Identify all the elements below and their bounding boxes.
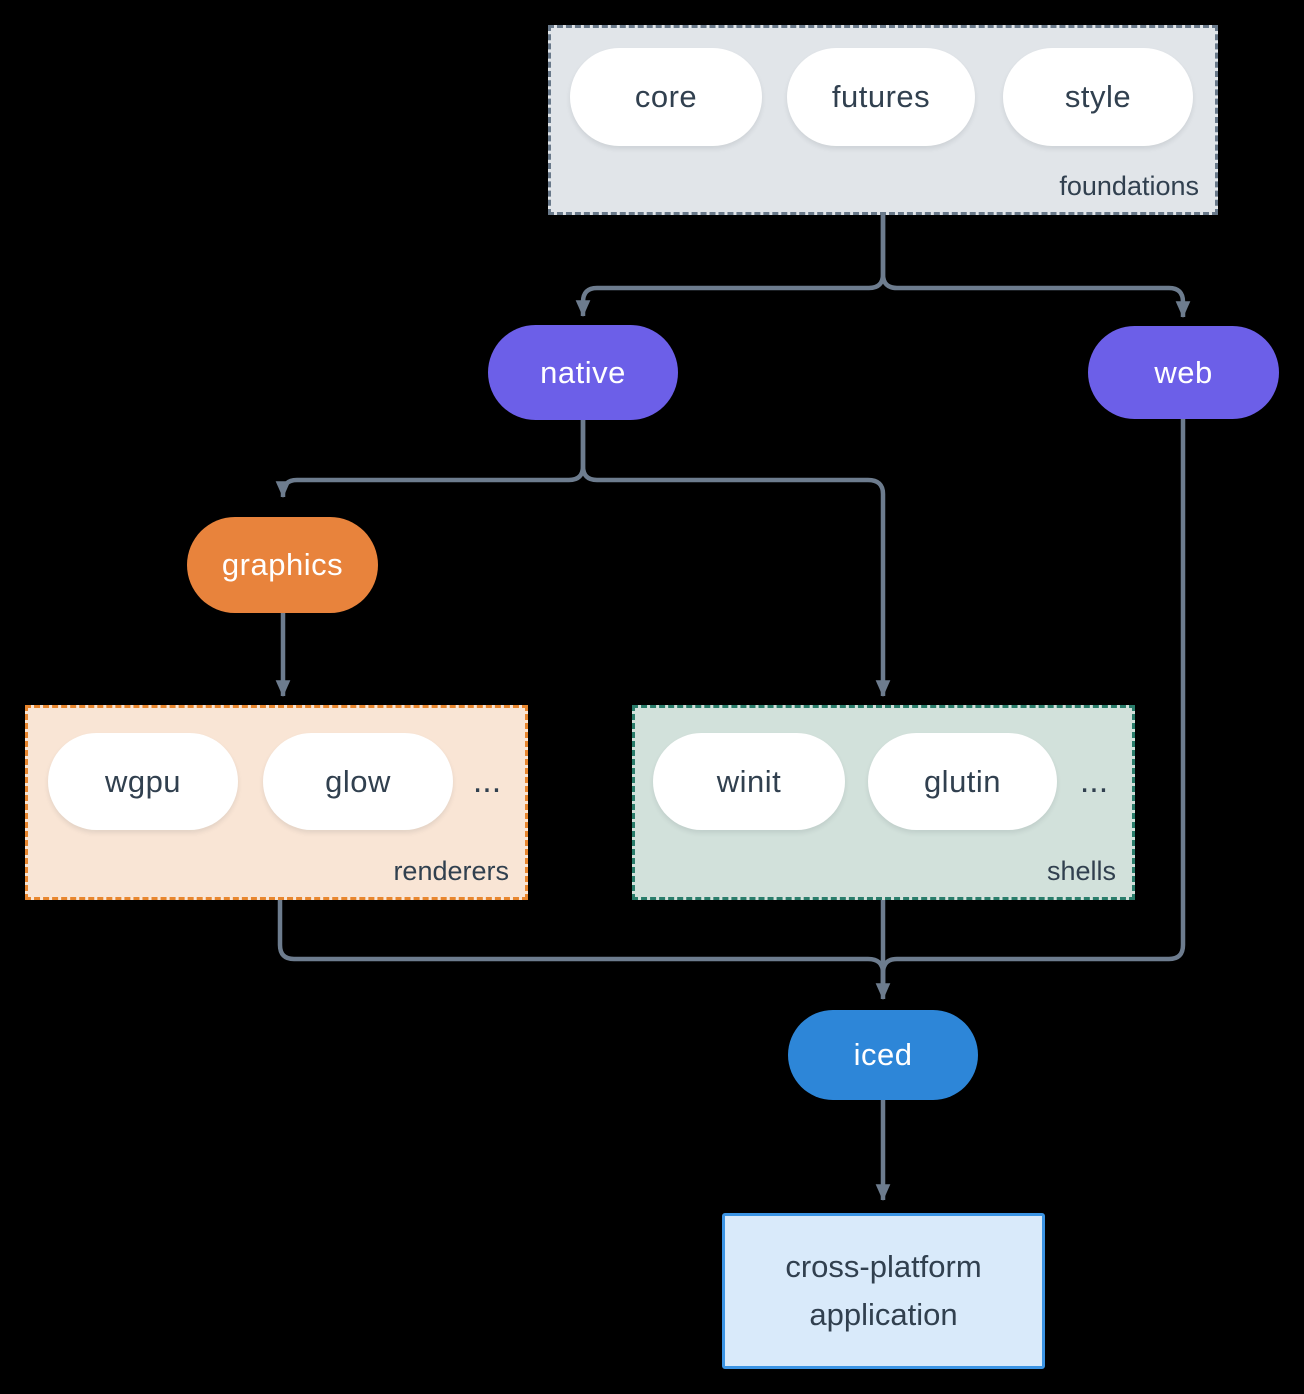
group-label-foundations: foundations [1059, 171, 1199, 201]
group-shells: winit glutin ... shells [632, 705, 1135, 900]
node-glow: glow [263, 733, 453, 830]
node-glutin: glutin [868, 733, 1057, 830]
edge-foundations-native [575, 215, 886, 318]
node-native: native [488, 325, 678, 420]
application-label-line1: cross-platform [785, 1249, 982, 1284]
node-winit: winit [653, 733, 845, 830]
group-renderers: wgpu glow ... renderers [25, 705, 528, 900]
node-web: web [1088, 326, 1279, 419]
node-graphics: graphics [187, 517, 378, 613]
edge-renderers-iced [277, 899, 886, 992]
group-foundations: core futures style foundations [548, 25, 1218, 215]
node-cross-platform-application: cross-platform application [722, 1213, 1045, 1369]
application-label-line2: application [809, 1297, 958, 1332]
renderers-ellipsis: ... [472, 762, 502, 800]
edge-foundations-web [880, 215, 1191, 319]
shells-ellipsis: ... [1079, 762, 1109, 800]
node-wgpu: wgpu [48, 733, 238, 830]
node-core: core [570, 48, 762, 146]
group-label-shells: shells [1046, 856, 1116, 886]
group-label-renderers: renderers [393, 856, 509, 886]
node-iced: iced [788, 1010, 978, 1100]
node-style: style [1003, 48, 1193, 146]
edge-native-shells [580, 420, 891, 698]
node-futures: futures [787, 48, 975, 146]
edge-native-graphics [275, 420, 586, 499]
